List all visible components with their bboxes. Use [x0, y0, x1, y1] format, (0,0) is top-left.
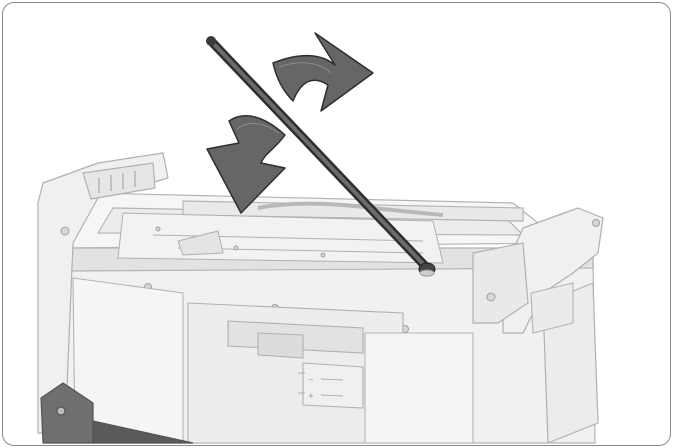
left-foot — [40, 382, 194, 444]
curved-arrow-down-icon — [206, 114, 286, 214]
battery-plus-symbol: + — [308, 392, 314, 400]
battery-symbols: − + — [308, 376, 344, 400]
antenna-tip — [206, 36, 216, 46]
radio-antenna-illustration: − + — [37, 32, 604, 444]
curved-arrow-up-right-icon — [272, 32, 374, 112]
front-panels — [72, 277, 574, 444]
antenna — [206, 36, 436, 277]
battery-minus-symbol: − — [308, 376, 314, 384]
battery-compartment — [187, 302, 404, 444]
left-roll-cage — [37, 152, 169, 434]
